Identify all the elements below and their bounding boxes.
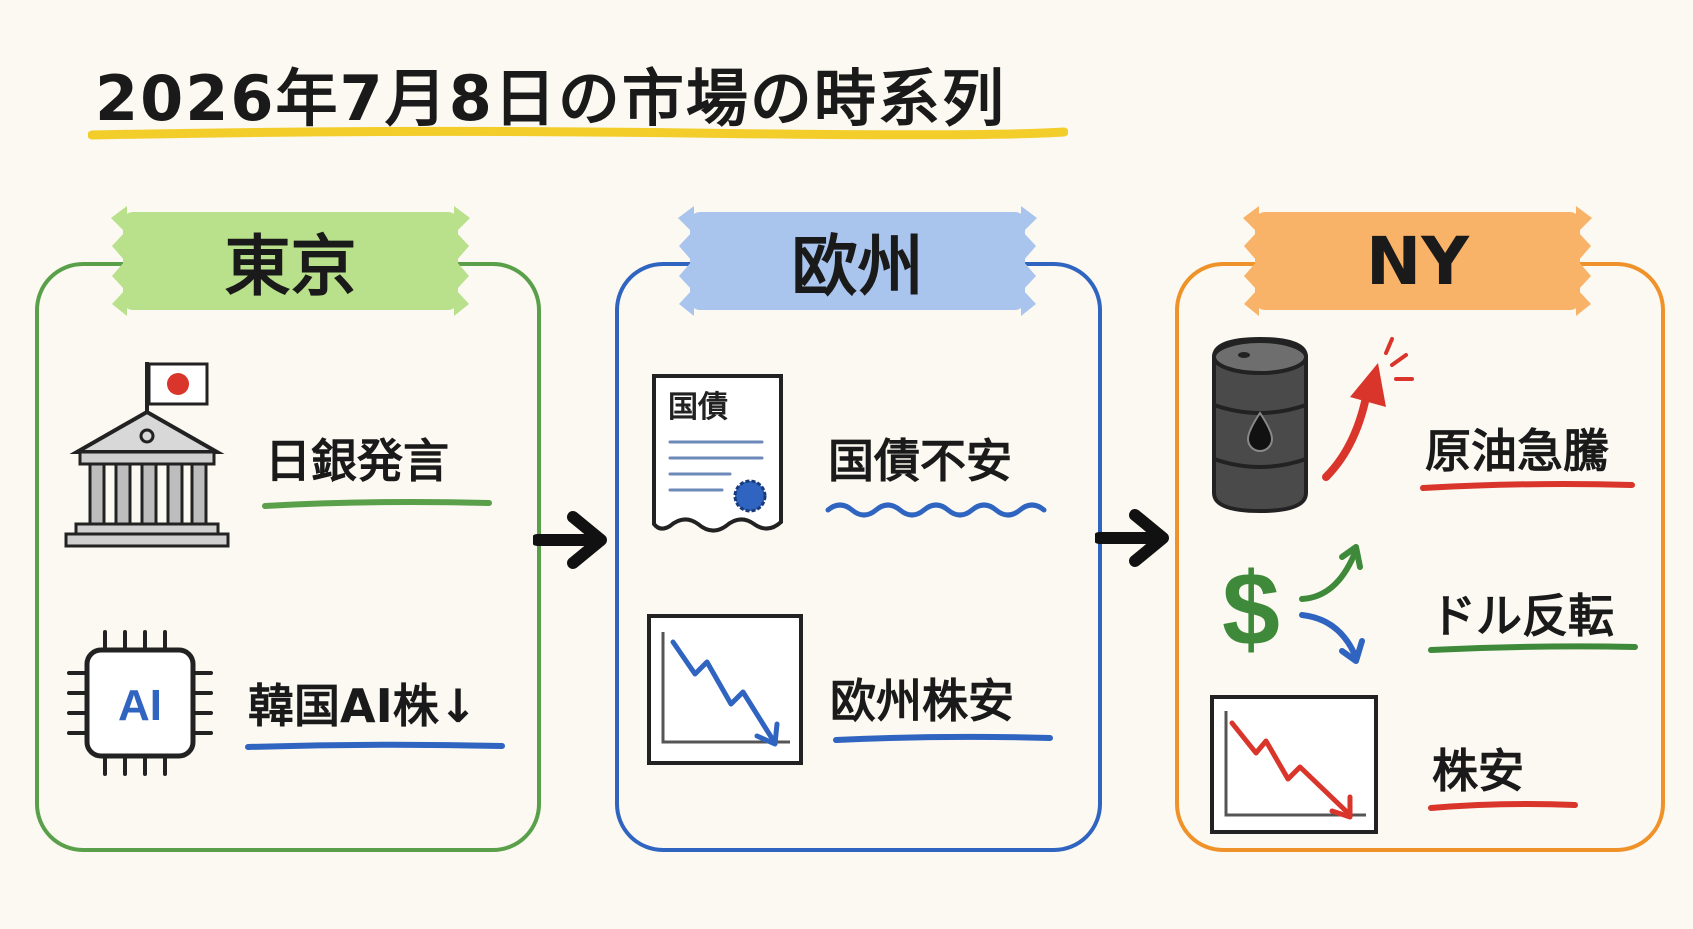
ai-chip-text: AI — [118, 681, 162, 730]
ny-item-2-underline — [1428, 643, 1638, 653]
oil-barrel-rising-icon — [1212, 336, 1414, 514]
page-title: 2026年7月8日の市場の時系列 — [95, 62, 1006, 135]
europe-item-1-label: 国債不安 — [828, 434, 1012, 488]
ny-title: NY — [1365, 222, 1470, 300]
ny-item-3-underline — [1428, 801, 1578, 811]
ai-chip-icon: AI — [67, 630, 213, 776]
europe-tag: 欧州 — [678, 206, 1037, 316]
ny-tag: NY — [1243, 206, 1592, 316]
tokyo-item-1-label: 日銀発言 — [265, 434, 449, 488]
flow-arrow-tokyo-to-europe — [533, 511, 607, 569]
ny-item-1-label: 原油急騰 — [1425, 424, 1609, 478]
tokyo-item-1-underline — [262, 499, 492, 509]
flow-arrow-europe-to-ny — [1095, 509, 1169, 567]
bank-with-japan-flag-icon — [64, 362, 230, 548]
tokyo-item-2-underline — [245, 741, 505, 750]
dollar-symbol: $ — [1222, 552, 1280, 665]
ny-item-3-label: 株安 — [1432, 744, 1524, 798]
europe-item-1-wavy-underline — [825, 502, 1047, 518]
falling-chart-red-icon — [1210, 695, 1378, 834]
dollar-reversal-icon: $ — [1222, 544, 1365, 665]
europe-item-2-label: 欧州株安 — [830, 674, 1014, 728]
title-underline — [88, 126, 1068, 140]
europe-item-2-underline — [833, 733, 1053, 743]
tokyo-item-2-label: 韓国AI株↓ — [248, 679, 478, 733]
bond-certificate-icon: 国債 — [652, 374, 783, 533]
tokyo-title: 東京 — [224, 228, 357, 305]
europe-title: 欧州 — [791, 228, 924, 305]
bond-doc-text: 国債 — [668, 390, 728, 425]
tokyo-tag: 東京 — [111, 206, 470, 316]
ny-item-1-underline — [1420, 481, 1635, 491]
ny-item-2-label: ドル反転 — [1430, 589, 1614, 643]
falling-chart-icon — [647, 614, 803, 765]
